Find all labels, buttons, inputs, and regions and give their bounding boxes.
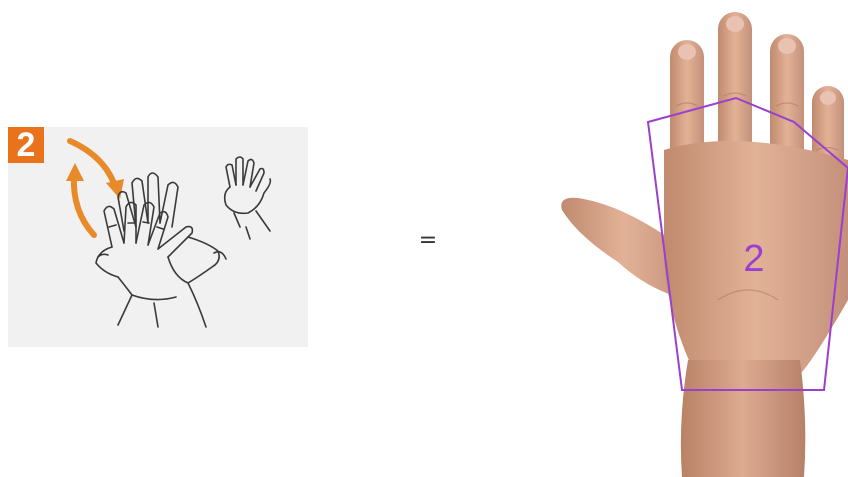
down-arrow-head [106,179,124,199]
up-arrow-head [66,163,84,181]
step-number-badge: 2 [8,127,44,163]
hands-rubbing-backs-icon [8,127,308,347]
hand-silhouette [561,12,848,477]
up-arrow [74,175,94,235]
hand-back-photo [548,0,848,477]
equals-sign: = [416,228,440,253]
down-arrow [70,141,116,189]
zone-label: 2 [734,238,774,281]
